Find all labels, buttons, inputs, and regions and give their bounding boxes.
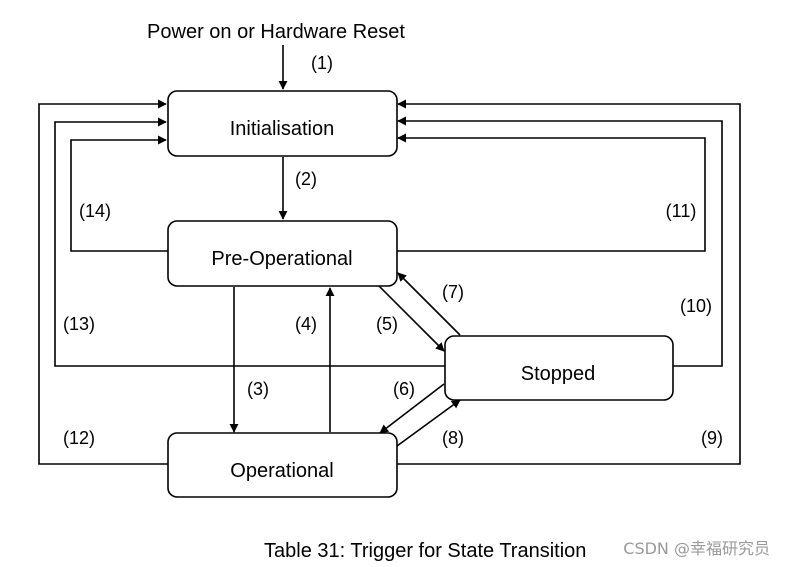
state-initialisation: Initialisation [167,90,398,157]
transition-2-label: (2) [295,169,317,189]
entry-label: Power on or Hardware Reset [147,21,405,43]
transition-3-label: (3) [247,379,269,399]
state-pre-operational: Pre-Operational [167,220,398,287]
transition-14-label: (14) [79,201,111,221]
state-operational: Operational [167,432,398,498]
state-operational-label: Operational [230,460,333,482]
transition-12-label: (12) [63,428,95,448]
transition-8-arrow [396,399,461,447]
transition-7-arrow [397,272,461,336]
transition-6-arrow [379,383,445,434]
transition-5-arrow [377,284,445,352]
transition-10-label: (10) [680,296,712,316]
state-initialisation-box [167,90,398,157]
caption: Table 31: Trigger for State Transition [264,540,586,562]
transition-13-label: (13) [63,314,95,334]
state-stopped-label: Stopped [521,363,596,385]
transition-13-arrow [54,117,445,367]
transition-8-label: (8) [442,428,464,448]
transition-7-label: (7) [442,282,464,302]
transition-1-label: (1) [311,53,333,73]
state-pre-operational-box [167,220,398,287]
state-stopped: Stopped [444,335,674,401]
state-pre-operational-label: Pre-Operational [211,248,352,270]
transition-14-arrow [70,135,168,252]
transition-10-arrow [397,116,723,367]
state-operational-box [167,432,398,498]
transition-5-label: (5) [376,314,398,334]
transition-11-label: (11) [666,201,697,221]
transition-4-label: (4) [295,314,317,334]
transition-12-arrow [38,99,168,465]
watermark: CSDN @幸福研究员 [623,539,770,558]
state-initialisation-label: Initialisation [230,118,335,140]
transition-9-label: (9) [701,428,723,448]
transition-11-arrow [397,133,706,252]
transition-6-label: (6) [393,379,415,399]
state-stopped-box [444,335,674,401]
transition-9-arrow [397,99,741,465]
